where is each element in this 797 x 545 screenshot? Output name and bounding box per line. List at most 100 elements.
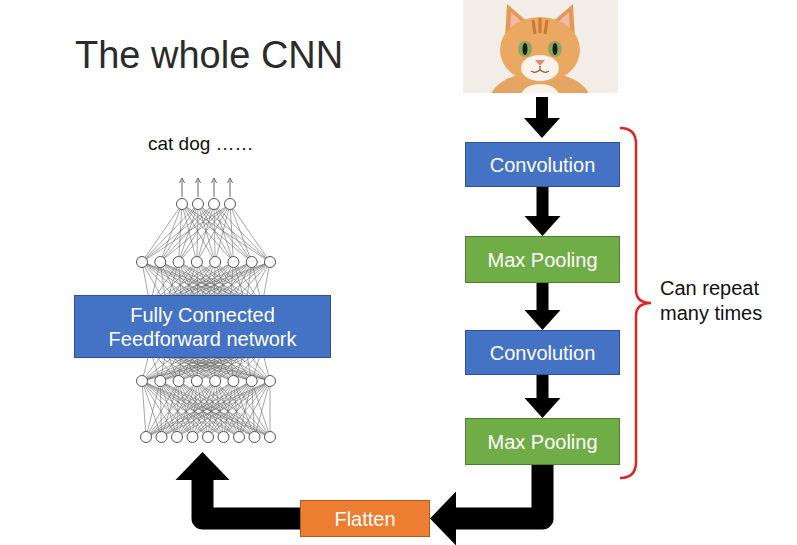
synapse-line xyxy=(142,204,198,262)
cat-mouth xyxy=(531,66,549,72)
synapse-line xyxy=(208,381,252,437)
neuron-circle xyxy=(246,376,257,387)
output-line xyxy=(214,180,215,197)
synapse-line xyxy=(197,204,214,262)
neuron-circle xyxy=(156,432,167,443)
neuron-circle xyxy=(228,257,239,268)
slide-title: The whole CNN xyxy=(75,34,343,77)
output-arrowhead xyxy=(212,178,217,183)
synapse-line xyxy=(179,204,214,262)
neuron-circle xyxy=(210,376,221,387)
cat-eye xyxy=(548,41,562,57)
neuron-circle xyxy=(265,432,276,443)
synapse-line xyxy=(239,381,270,437)
cat-nose xyxy=(535,60,545,66)
neuron-circle xyxy=(210,257,221,268)
arrow-head xyxy=(430,492,456,545)
output-classes: cat dog …… xyxy=(148,132,288,156)
arrow-shaft xyxy=(203,479,301,519)
output-line xyxy=(230,180,231,197)
neuron-circle xyxy=(172,432,183,443)
synapse-line xyxy=(230,204,252,262)
neuron-circle xyxy=(218,432,229,443)
flow-arrow xyxy=(525,283,561,330)
output-arrowhead xyxy=(180,178,185,183)
network-block: Fully Connected Feedforward network xyxy=(74,180,331,452)
synapse-line xyxy=(197,381,239,437)
neuron-circle xyxy=(228,376,239,387)
synapse-line xyxy=(230,204,270,262)
synapse-line xyxy=(142,204,230,262)
cat-chest xyxy=(520,84,560,93)
synapse-line xyxy=(162,381,234,437)
synapse-line xyxy=(160,381,239,437)
synapse-line xyxy=(177,381,215,437)
neuron-circle xyxy=(173,257,184,268)
synapse-line xyxy=(142,204,182,262)
synapse-line xyxy=(255,381,271,437)
flow-arrow xyxy=(525,187,561,236)
neuron-circle xyxy=(234,432,245,443)
neuron-circle xyxy=(137,257,148,268)
pooling-box: Max Pooling xyxy=(465,418,620,465)
repeat-note: Can repeat many times xyxy=(660,276,792,326)
synapse-line xyxy=(146,381,215,437)
synapse-line xyxy=(214,204,215,262)
synapse-line xyxy=(142,204,214,262)
neuron-circle xyxy=(265,257,276,268)
synapse-line xyxy=(142,381,224,437)
synapse-line xyxy=(160,381,270,437)
cat-photo xyxy=(463,0,618,93)
synapse-line xyxy=(160,204,230,262)
neuron-circle xyxy=(155,257,166,268)
neuron-circle xyxy=(155,376,166,387)
synapse-line xyxy=(177,381,197,437)
arrow-head xyxy=(525,216,561,236)
synapse-line xyxy=(146,381,233,437)
neuron-circle xyxy=(265,376,276,387)
arrow-head xyxy=(525,310,561,330)
input-arrow xyxy=(524,97,560,138)
cat-pupil xyxy=(523,43,528,55)
synapse-line xyxy=(177,381,270,437)
neuron-circle xyxy=(173,376,184,387)
arrow-head xyxy=(525,398,561,418)
synapse-line xyxy=(239,381,252,437)
synapse-line xyxy=(197,204,198,262)
box-label: Max Pooling xyxy=(487,248,597,272)
convolution-box: Convolution xyxy=(465,330,620,375)
neuron-circle xyxy=(191,257,202,268)
neuron-circle xyxy=(187,432,198,443)
output-arrowhead xyxy=(196,178,201,183)
arrow-shaft xyxy=(537,187,549,217)
synapse-line xyxy=(142,381,270,437)
synapse-line xyxy=(146,381,270,437)
convolution-box: Convolution xyxy=(465,142,620,187)
synapse-line xyxy=(215,381,254,437)
repeat-bracket xyxy=(620,128,651,478)
arrow-shaft xyxy=(537,283,549,311)
arrow-head xyxy=(176,452,230,480)
neuron-circle xyxy=(225,199,236,210)
synapse-line xyxy=(215,204,230,262)
neuron-circle xyxy=(141,432,152,443)
flow-arrow xyxy=(176,452,301,519)
synapse-line xyxy=(177,381,233,437)
neuron-circle xyxy=(209,199,220,210)
output-line xyxy=(198,180,199,197)
arrow-shaft xyxy=(536,97,548,119)
neuron-circle xyxy=(137,376,148,387)
cat-stripes xyxy=(533,18,547,34)
synapse-line xyxy=(198,204,215,262)
synapse-line xyxy=(142,381,255,437)
cat-muzzle xyxy=(521,55,559,81)
synapse-line xyxy=(177,381,252,437)
arrow-shaft xyxy=(537,375,549,399)
photo-ground xyxy=(463,0,618,93)
synapse-line xyxy=(146,381,160,437)
synapse-line xyxy=(270,381,271,437)
neuron-circle xyxy=(193,199,204,210)
